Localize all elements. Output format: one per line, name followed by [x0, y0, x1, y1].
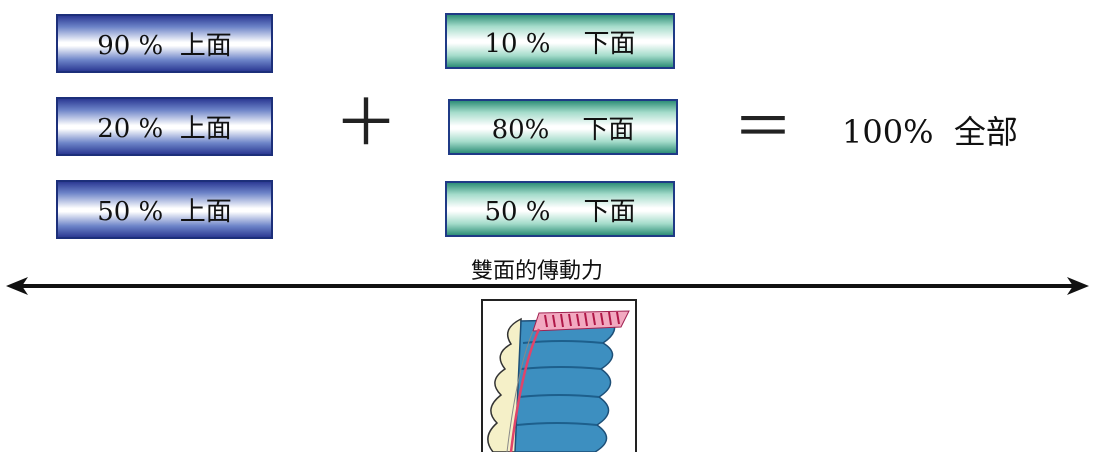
result-label: 100% 全部	[842, 113, 1018, 151]
upper-box-2: 20 % 上面	[56, 97, 273, 156]
lower-box-label: 50 % 下面	[484, 196, 636, 227]
upper-box-1: 90 % 上面	[56, 14, 273, 73]
equals-sign: ＝	[733, 93, 793, 163]
lower-box-3: 50 % 下面	[445, 181, 675, 237]
upper-box-label: 20 % 上面	[97, 114, 232, 144]
caption-double-sided-drive: 雙面的傳動力	[471, 259, 604, 284]
lower-box-1: 10 % 下面	[445, 13, 675, 69]
upper-box-3: 50 % 上面	[56, 180, 273, 239]
lower-box-2: 80% 下面	[448, 99, 678, 155]
plus-sign: ＋	[334, 87, 398, 161]
upper-box-label: 50 % 上面	[97, 197, 232, 227]
upper-box-label: 90 % 上面	[97, 31, 232, 61]
lower-box-label: 10 % 下面	[484, 28, 636, 59]
double-sided-belt-icon	[481, 299, 637, 452]
double-arrow-icon	[6, 277, 1089, 295]
lower-box-label: 80% 下面	[491, 114, 635, 145]
